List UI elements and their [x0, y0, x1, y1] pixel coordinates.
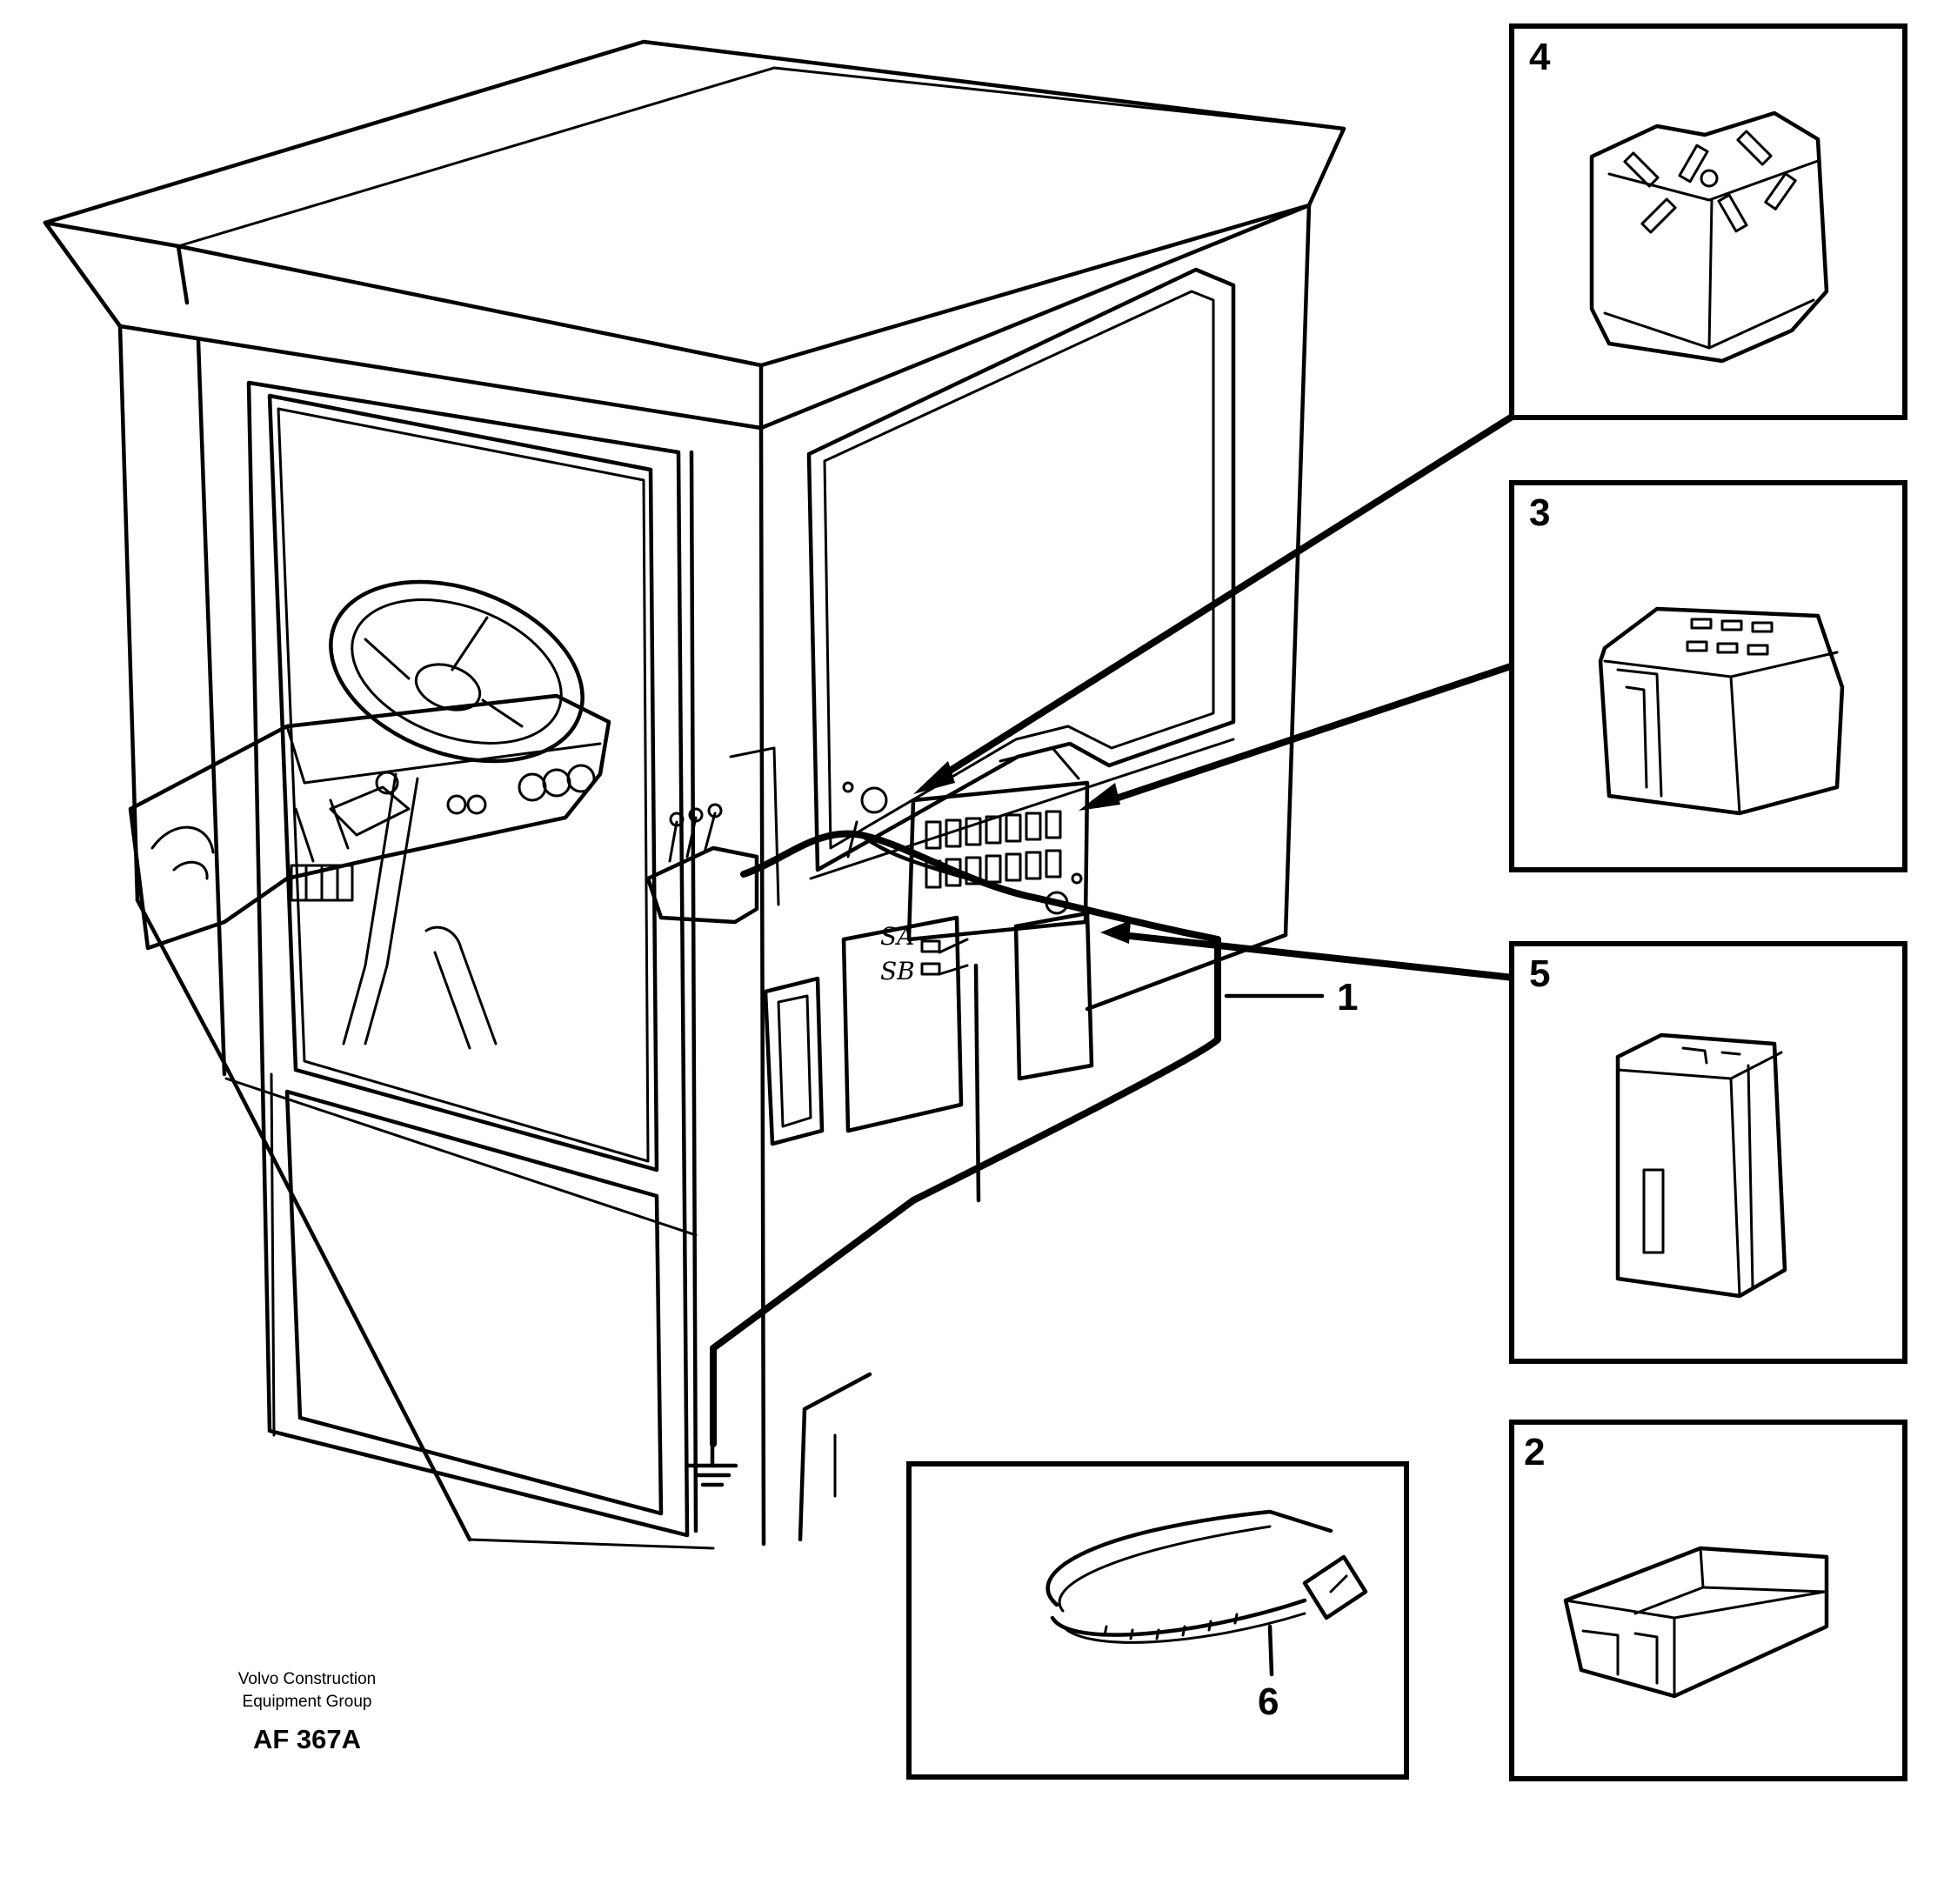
relay-slots	[925, 810, 1062, 889]
relay-panel	[763, 746, 1094, 1146]
relay-6pin-drawing	[1589, 110, 1829, 364]
callout-2: 2	[1524, 1431, 1546, 1473]
cab-roof	[43, 39, 1346, 431]
part-box-4	[1509, 23, 1907, 420]
part-box-6	[906, 1461, 1409, 1780]
connector-drawing	[1563, 1546, 1829, 1699]
ground-symbol	[686, 1441, 738, 1487]
callout-1: 1	[1337, 976, 1359, 1019]
part-box-3	[1509, 480, 1907, 872]
callout-6: 6	[1258, 1680, 1279, 1723]
dashboard	[128, 579, 611, 1050]
figure-caption: Volvo Construction Equipment Group AF 36…	[177, 1668, 438, 1755]
label-sa: SA	[880, 922, 915, 951]
relay-block-drawing	[1598, 606, 1845, 816]
cab-door-left	[246, 380, 690, 1538]
leader-lines	[913, 412, 1517, 999]
cable-tie-drawing	[1045, 1509, 1368, 1677]
caption-company-line2: Equipment Group	[242, 1693, 372, 1711]
caption-figure-code: AF 367A	[252, 1724, 362, 1754]
diode-connector-drawing	[1615, 1032, 1787, 1299]
callout-3: 3	[1529, 491, 1551, 534]
side-console	[645, 746, 780, 925]
callout-4: 4	[1529, 36, 1551, 78]
cab-window-front	[806, 267, 1236, 880]
label-sb: SB	[880, 957, 915, 985]
caption-company-line1: Volvo Construction	[237, 1670, 377, 1688]
callout-5: 5	[1529, 952, 1551, 995]
cab-body	[117, 203, 1312, 1550]
wiring-harness	[686, 830, 1221, 1487]
part-box-2	[1509, 1420, 1907, 1781]
part-box-5	[1509, 941, 1907, 1364]
